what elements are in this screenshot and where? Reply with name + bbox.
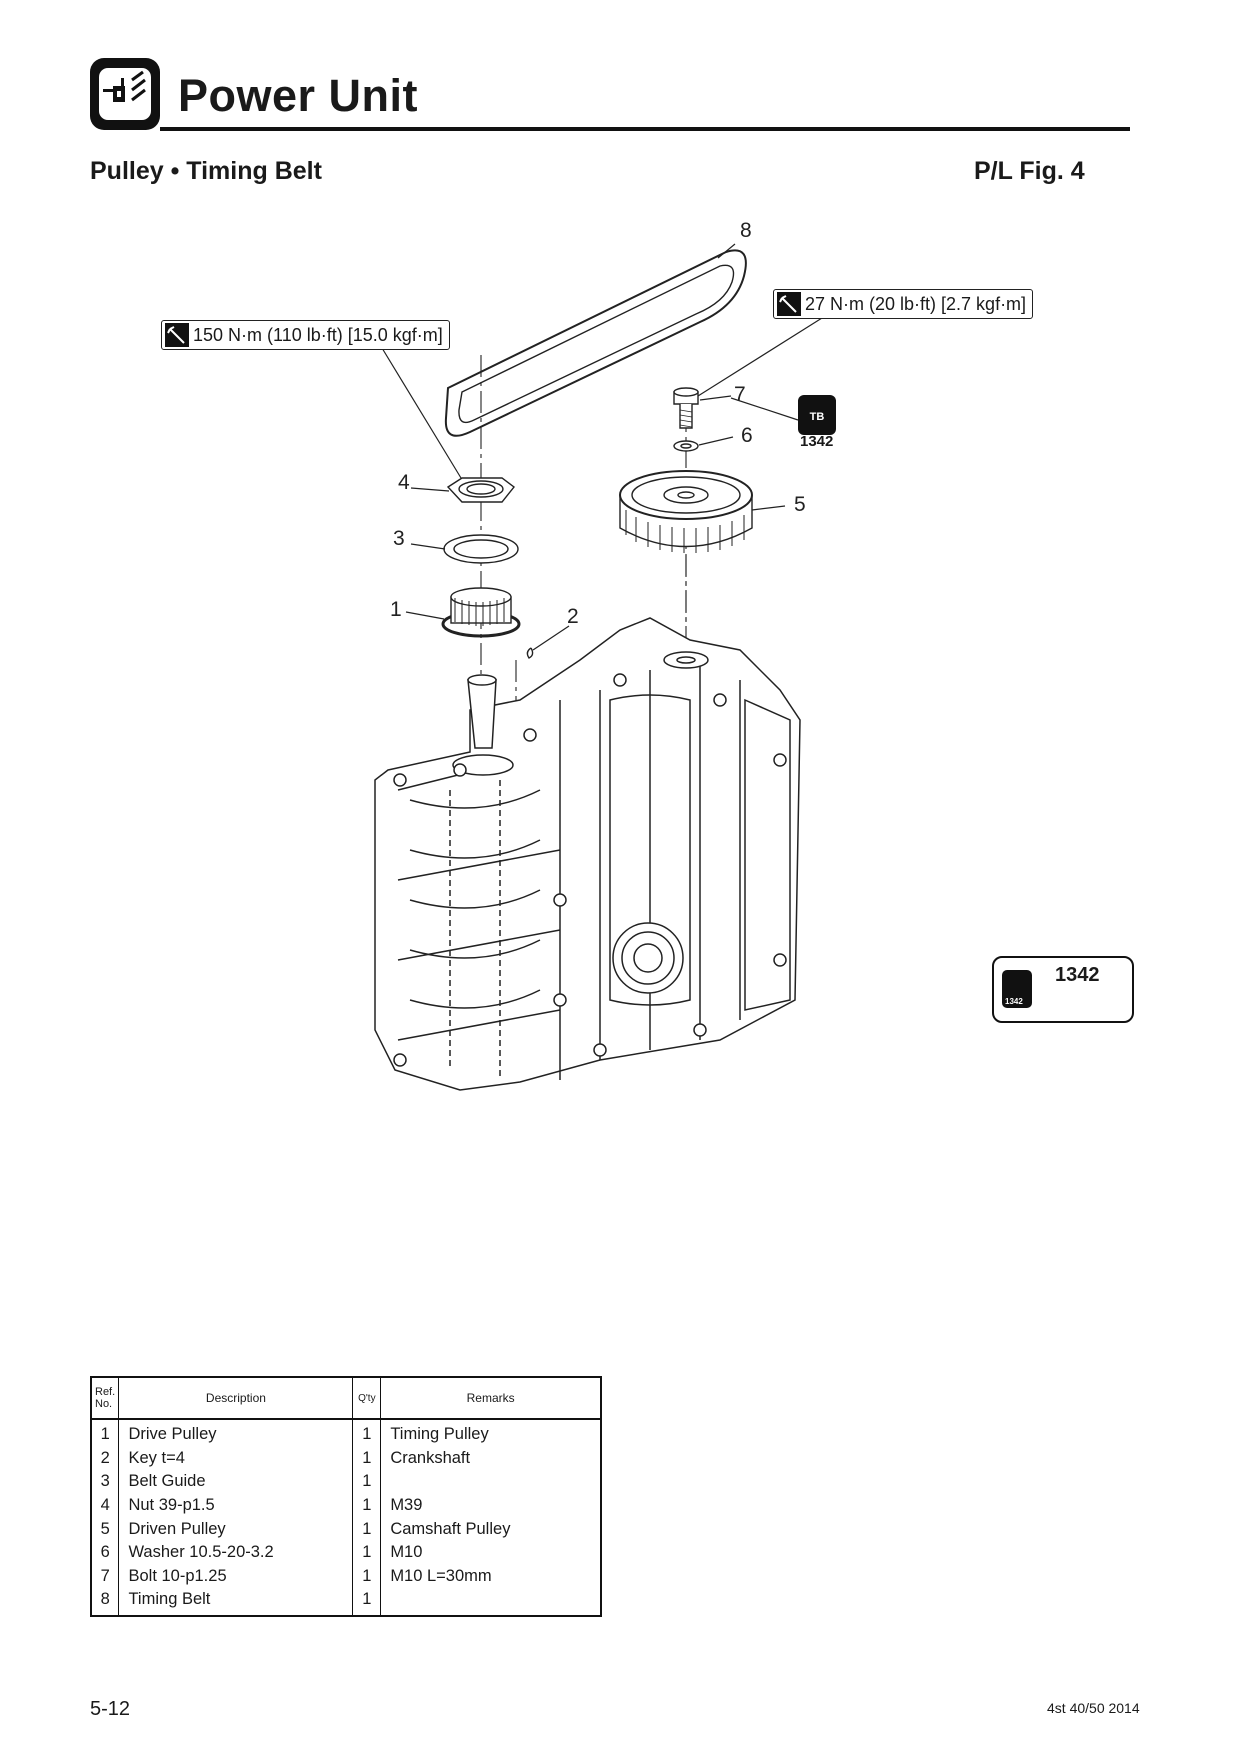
section-title: Pulley • Timing Belt [90, 157, 322, 185]
nut [446, 477, 515, 503]
header-ref-no: Ref.No. [91, 1377, 119, 1420]
callout-2: 2 [567, 605, 579, 628]
callout-6: 6 [741, 424, 753, 447]
header-rule [160, 127, 1130, 131]
adhesive-icon: 1342 [1002, 970, 1032, 1008]
callout-8: 8 [740, 219, 752, 242]
bolt [673, 387, 699, 429]
callout-3: 3 [393, 527, 405, 550]
figure-reference: P/L Fig. 4 [974, 157, 1085, 185]
header-description: Description [118, 1377, 353, 1420]
adhesive-icon-small: TB [798, 395, 836, 435]
torque-wrench-icon [777, 292, 801, 316]
torque-value-bolt: 27 N·m (20 lb·ft) [2.7 kgf·m] [805, 293, 1027, 314]
callout-4: 4 [398, 471, 410, 494]
drive-pulley [441, 587, 521, 638]
table-header-row: Ref.No. Description Q'ty Remarks [91, 1377, 601, 1420]
adhesive-icon-code: 1342 [1005, 997, 1023, 1006]
chapter-icon [90, 58, 160, 130]
belt-guide [443, 534, 519, 564]
adhesive-code: 1342 [1055, 964, 1100, 986]
washer [673, 440, 699, 452]
header-qty: Q'ty [352, 1377, 381, 1420]
torque-wrench-icon [165, 323, 189, 347]
header-remarks: Remarks [380, 1377, 601, 1420]
engine-block [374, 617, 801, 1091]
timing-belt [444, 249, 747, 437]
page-number: 5-12 [90, 1698, 131, 1720]
driven-pulley [619, 470, 753, 553]
adhesive-legend: 1342 1342 [992, 956, 1134, 1023]
callout-1: 1 [390, 598, 402, 621]
callout-7: 7 [734, 383, 746, 406]
document-id: 4st 40/50 2014 [1047, 1700, 1140, 1716]
adhesive-code-small: 1342 [800, 433, 834, 450]
chapter-title: Power Unit [178, 70, 419, 121]
callout-5: 5 [794, 493, 806, 516]
torque-spec-nut: 150 N·m (110 lb·ft) [15.0 kgf·m] [161, 320, 450, 350]
torque-spec-bolt: 27 N·m (20 lb·ft) [2.7 kgf·m] [773, 289, 1034, 319]
torque-value-nut: 150 N·m (110 lb·ft) [15.0 kgf·m] [193, 324, 443, 345]
adhesive-icon-letters: TB [810, 411, 825, 423]
